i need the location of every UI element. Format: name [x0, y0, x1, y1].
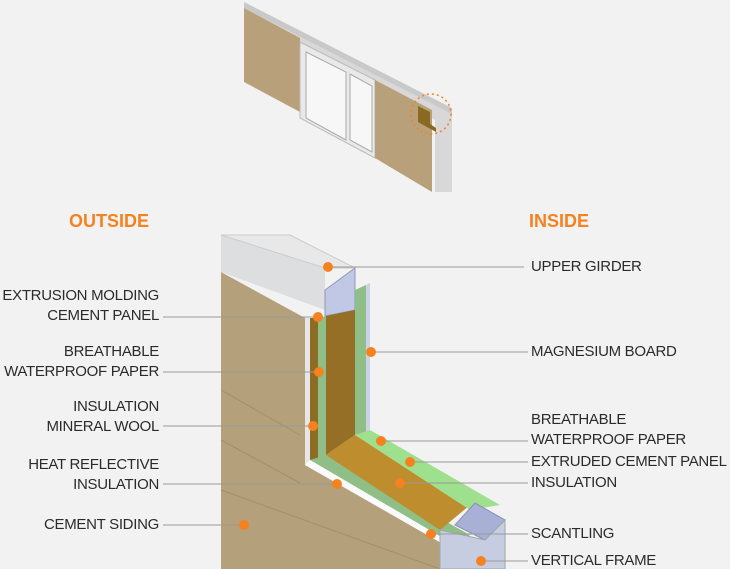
label-line: INSULATION [73, 398, 159, 415]
label-heat-reflective-insulation: HEAT REFLECTIVE INSULATION [28, 455, 159, 495]
outside-heading: OUTSIDE [69, 211, 150, 231]
label-line: WATERPROOF PAPER [4, 363, 159, 380]
leader-lines [163, 266, 528, 562]
vertical-frame [439, 518, 506, 569]
inside-heading: INSIDE [529, 211, 590, 231]
label-scantling: SCANTLING [531, 525, 615, 542]
label-insulation-mineral-wool: INSULATION MINERAL WOOL [46, 397, 159, 437]
cement-siding [221, 272, 450, 569]
label-line: MINERAL WOOL [46, 418, 159, 435]
label-line: EXTRUSION MOLDING [2, 287, 159, 304]
label-magnesium-board: MAGNESIUM BOARD [531, 343, 677, 360]
house-thumbnail [244, 2, 452, 192]
label-vertical-frame: VERTICAL FRAME [531, 552, 656, 569]
label-line: BREATHABLE [531, 411, 627, 428]
label-line: HEAT REFLECTIVE [28, 456, 159, 473]
label-insulation: INSULATION [531, 474, 617, 491]
label-cement-siding: CEMENT SIDING [43, 516, 159, 533]
label-breathable-waterproof-paper-outside: BREATHABLE WATERPROOF PAPER [4, 342, 159, 382]
marker-dots [239, 262, 486, 566]
upper-girder [324, 267, 356, 317]
label-breathable-waterproof-paper-inside: BREATHABLE WATERPROOF PAPER [531, 410, 686, 450]
label-upper-girder: UPPER GIRDER [531, 258, 642, 275]
label-line: WATERPROOF PAPER [531, 431, 686, 448]
label-extruded-cement-panel: EXTRUDED CEMENT PANEL [531, 453, 727, 470]
label-line: BREATHABLE [63, 343, 159, 360]
label-line: CEMENT PANEL [47, 307, 159, 324]
label-extrusion-molding-cement-panel: EXTRUSION MOLDING CEMENT PANEL [2, 286, 159, 326]
insulation-vertical [326, 310, 355, 455]
label-line: INSULATION [73, 476, 159, 493]
